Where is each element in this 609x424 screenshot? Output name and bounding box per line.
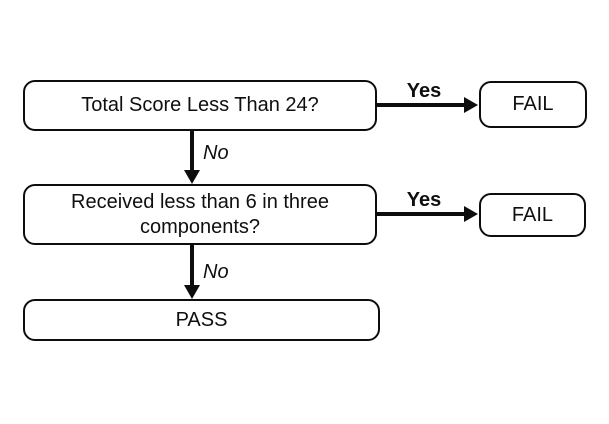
terminal-node-fail-1: FAIL	[479, 81, 587, 128]
arrow-q2-to-pass	[184, 245, 200, 299]
decision-node-total-score-label: Total Score Less Than 24?	[81, 94, 319, 116]
edge-label-no-1: No	[203, 142, 229, 164]
edge-label-no-2: No	[203, 261, 229, 283]
arrow-q1-to-q2	[184, 131, 200, 184]
edge-label-yes-1: Yes	[406, 80, 442, 102]
terminal-node-fail-2: FAIL	[479, 193, 586, 237]
decision-node-total-score: Total Score Less Than 24?	[23, 80, 377, 131]
edge-label-yes-2: Yes	[406, 189, 442, 211]
decision-node-components-label: Received less than 6 in three components…	[71, 190, 329, 238]
terminal-node-pass: PASS	[23, 299, 380, 341]
terminal-node-fail-2-label: FAIL	[511, 203, 554, 226]
decision-node-components: Received less than 6 in three components…	[23, 184, 377, 245]
terminal-node-pass-label: PASS	[175, 308, 228, 331]
terminal-node-fail-1-label: FAIL	[512, 93, 554, 115]
